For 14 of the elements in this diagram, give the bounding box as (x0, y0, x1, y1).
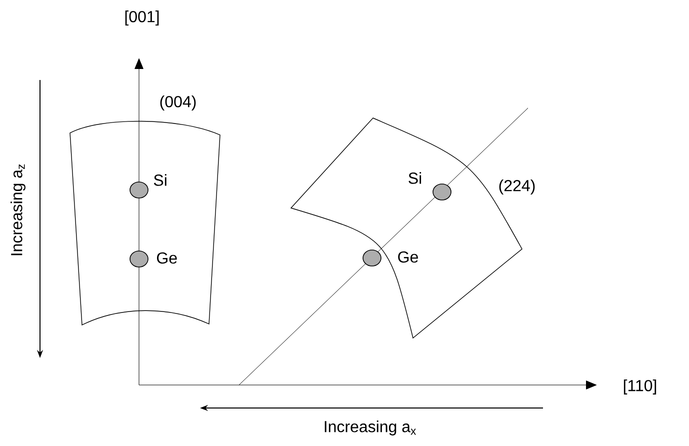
data-point (432, 184, 452, 200)
point-label: Si (408, 172, 422, 184)
axis-label: [110] (624, 380, 656, 394)
axis-label: [001] (125, 10, 159, 26)
data-point (130, 250, 148, 268)
axis-caption: Increasing a$_{z}$ (10, 164, 26, 256)
point-label: Si (154, 174, 166, 186)
region-label: (224) (499, 180, 535, 194)
point-label: Ge (157, 252, 177, 264)
data-point (362, 250, 382, 266)
axis-caption: Increasing a$_{x}$ (324, 420, 416, 436)
data-point (130, 182, 148, 198)
region-label: (004) (160, 96, 196, 110)
point-label: Ge (398, 251, 418, 263)
